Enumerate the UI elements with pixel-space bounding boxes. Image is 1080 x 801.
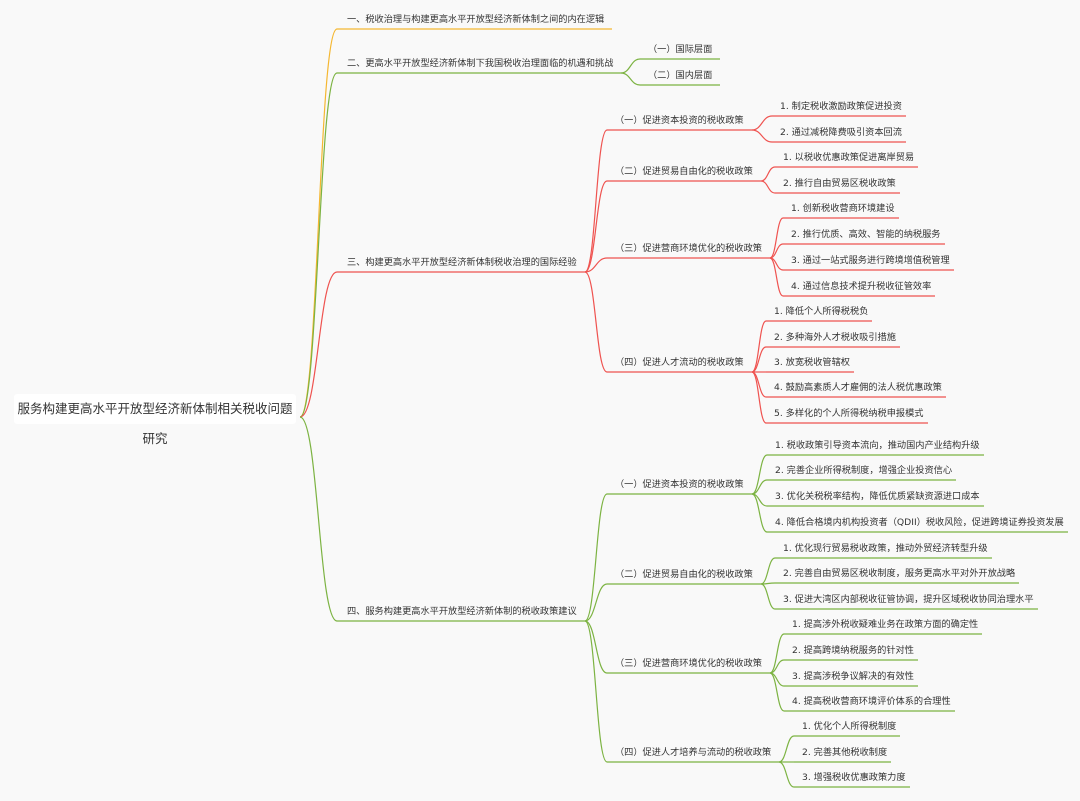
connector-43 — [751, 371, 767, 424]
leaf-node-4-4-3[interactable]: 3. 增强税收优惠政策力度 — [802, 772, 906, 783]
connector-55 — [751, 493, 768, 533]
connector-31 — [769, 257, 784, 297]
connector-19 — [760, 166, 776, 182]
sub-node-4-2[interactable]: （二）促进贸易自由化的税收政策 — [615, 569, 753, 580]
sub-node-2-2[interactable]: （二）国内层面 — [648, 70, 713, 81]
connector-63 — [760, 583, 776, 610]
connector-67 — [769, 633, 785, 674]
connector-35 — [751, 320, 767, 373]
connector-65 — [584, 620, 608, 674]
branch-node-4[interactable]: 四、服务构建更高水平开放型经济新体制的税收政策建议 — [347, 606, 577, 617]
leaf-node-3-3-4[interactable]: 4. 通过信息技术提升税收征管效率 — [791, 281, 932, 292]
branch-node-3[interactable]: 三、构建更高水平开放型经济新体制税收治理的国际经验 — [347, 257, 577, 268]
connector-27 — [769, 243, 784, 259]
connector-51 — [751, 479, 768, 495]
leaf-node-3-4-3[interactable]: 3. 放宽税收管辖权 — [774, 357, 850, 368]
connector-25 — [769, 217, 784, 259]
leaf-node-4-1-3[interactable]: 3. 优化关税税率结构，降低优质紧缺资源进口成本 — [775, 491, 980, 502]
connector-49 — [751, 454, 768, 495]
connector-15 — [751, 129, 773, 143]
connector-9 — [299, 271, 338, 418]
connector-81 — [778, 761, 795, 788]
connector-5 — [620, 58, 641, 74]
leaf-node-4-1-4[interactable]: 4. 降低合格境内机构投资者（QDII）税收风险，促进跨境证券投资发展 — [775, 517, 1064, 528]
leaf-node-4-3-4[interactable]: 4. 提高税收营商环境评价体系的合理性 — [792, 696, 951, 707]
sub-node-4-1[interactable]: （一）促进资本投资的税收政策 — [615, 479, 744, 490]
connector-45 — [299, 416, 338, 622]
leaf-node-3-3-1[interactable]: 1. 创新税收营商环境建设 — [791, 203, 895, 214]
leaf-node-3-3-3[interactable]: 3. 通过一站式服务进行跨境增值税管理 — [791, 255, 950, 266]
connector-7 — [620, 72, 641, 86]
sub-node-4-3[interactable]: （三）促进营商环境优化的税收政策 — [615, 658, 762, 669]
connector-77 — [778, 735, 795, 763]
connector-21 — [760, 180, 776, 194]
leaf-node-3-4-5[interactable]: 5. 多样化的个人所得税纳税申报模式 — [774, 408, 924, 419]
connector-17 — [584, 180, 608, 273]
sub-node-3-1[interactable]: （一）促进资本投资的税收政策 — [615, 115, 744, 126]
leaf-node-4-4-2[interactable]: 2. 完善其他税收制度 — [802, 747, 888, 758]
root-node[interactable]: 服务构建更高水平开放型经济新体制相关税收问题研究 — [14, 394, 296, 446]
connector-69 — [769, 659, 785, 674]
leaf-node-4-4-1[interactable]: 1. 优化个人所得税制度 — [802, 721, 897, 732]
sub-node-4-4[interactable]: （四）促进人才培养与流动的税收政策 — [615, 747, 772, 758]
leaf-node-3-1-1[interactable]: 1. 制定税收激励政策促进投资 — [780, 101, 902, 112]
leaf-node-3-4-4[interactable]: 4. 鼓励高素质人才雇佣的法人税优惠政策 — [774, 382, 942, 393]
leaf-node-4-3-3[interactable]: 3. 提高涉税争议解决的有效性 — [792, 671, 914, 682]
leaf-node-4-2-2[interactable]: 2. 完善自由贸易区税收制度，服务更高水平对外开放战略 — [783, 568, 1016, 579]
leaf-node-3-2-2[interactable]: 2. 推行自由贸易区税收政策 — [783, 178, 896, 189]
sub-node-3-4[interactable]: （四）促进人才流动的税收政策 — [615, 357, 744, 368]
connector-33 — [584, 271, 608, 373]
connector-47 — [584, 493, 608, 622]
connector-57 — [584, 583, 608, 622]
leaf-node-3-2-1[interactable]: 1. 以税收优惠政策促进离岸贸易 — [783, 152, 915, 163]
leaf-node-4-3-2[interactable]: 2. 提高跨境纳税服务的针对性 — [792, 645, 914, 656]
connector-73 — [769, 672, 785, 712]
connector-13 — [751, 115, 773, 131]
sub-node-2-1[interactable]: （一）国际层面 — [648, 44, 713, 55]
connector-23 — [584, 257, 608, 273]
branch-node-2[interactable]: 二、更高水平开放型经济新体制下我国税收治理面临的机遇和挑战 — [347, 58, 614, 69]
leaf-node-4-1-1[interactable]: 1. 税收政策引导资本流向，推动国内产业结构升级 — [775, 440, 980, 451]
leaf-node-3-4-1[interactable]: 1. 降低个人所得税税负 — [774, 306, 869, 317]
branch-node-1[interactable]: 一、税收治理与构建更高水平开放型经济新体制之间的内在逻辑 — [347, 14, 605, 25]
leaf-node-3-3-2[interactable]: 2. 推行优质、高效、智能的纳税服务 — [791, 229, 941, 240]
sub-node-3-3[interactable]: （三）促进营商环境优化的税收政策 — [615, 243, 762, 254]
leaf-node-4-1-2[interactable]: 2. 完善企业所得税制度，增强企业投资信心 — [775, 465, 953, 476]
connector-75 — [584, 620, 608, 763]
connector-37 — [751, 346, 767, 373]
leaf-node-4-2-1[interactable]: 1. 优化现行贸易税收政策，推动外贸经济转型升级 — [783, 543, 988, 554]
sub-node-3-2[interactable]: （二）促进贸易自由化的税收政策 — [615, 166, 753, 177]
leaf-node-4-3-1[interactable]: 1. 提高涉外税收疑难业务在政策方面的确定性 — [792, 619, 979, 630]
connector-59 — [760, 557, 776, 585]
leaf-node-3-4-2[interactable]: 2. 多种海外人才税收吸引措施 — [774, 332, 896, 343]
connector-3 — [299, 72, 338, 418]
connector-11 — [584, 129, 608, 273]
leaf-node-4-2-3[interactable]: 3. 促进大湾区内部税收征管协调，提升区域税收协同治理水平 — [783, 594, 1034, 605]
leaf-node-3-1-2[interactable]: 2. 通过减税降费吸引资本回流 — [780, 127, 902, 138]
